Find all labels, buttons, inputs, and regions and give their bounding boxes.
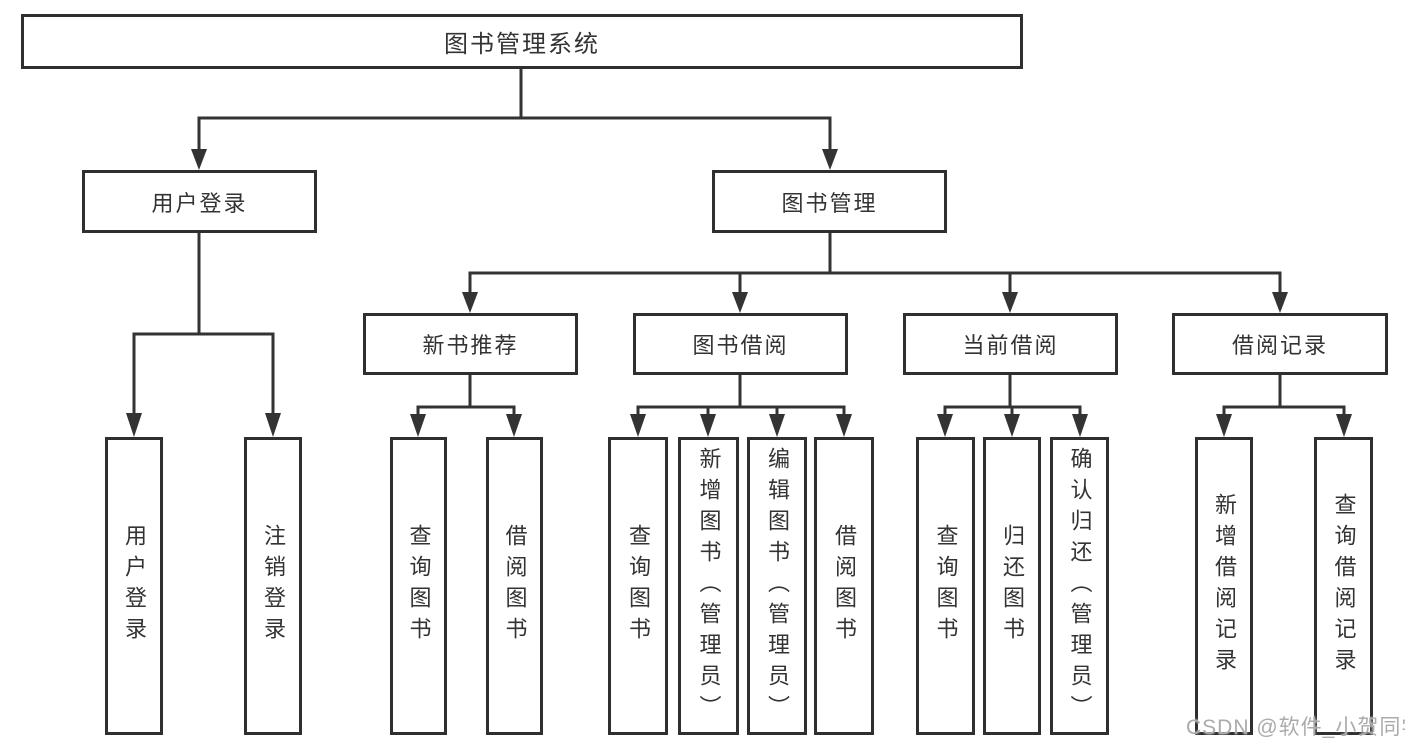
leaf-user-login-label: 用户登录 xyxy=(122,524,147,648)
leaf-query-books-recommend: 查询图书 xyxy=(390,437,447,735)
leaf-add-borrow-record: 新增借阅记录 xyxy=(1195,437,1253,735)
leaf-return-books: 归还图书 xyxy=(983,437,1041,735)
leaf-logout: 注销登录 xyxy=(244,437,302,735)
node-new-book-recommendation: 新书推荐 xyxy=(363,313,578,375)
leaf-query-books-borrow: 查询图书 xyxy=(608,437,668,735)
leaf-add-books-admin-label: 新增图书（管理员） xyxy=(696,446,722,726)
leaf-borrow-books-recommend-label: 借阅图书 xyxy=(502,524,528,648)
leaf-borrow-books-recommend: 借阅图书 xyxy=(486,437,543,735)
node-borrowing-records: 借阅记录 xyxy=(1172,313,1388,375)
edge-borrow-to-leaves xyxy=(636,375,846,420)
leaf-query-books-borrow-label: 查询图书 xyxy=(626,524,651,648)
node-user-login: 用户登录 xyxy=(82,170,317,233)
edge-root-to-level2 xyxy=(197,69,832,153)
leaf-query-borrow-record-label: 查询借阅记录 xyxy=(1331,493,1357,679)
edge-bookmgmt-to-level3 xyxy=(468,233,1282,296)
edge-current-to-leaves xyxy=(943,375,1082,420)
leaf-confirm-return-admin: 确认归还（管理员） xyxy=(1050,437,1109,735)
node-current-borrowing: 当前借阅 xyxy=(903,313,1118,375)
edge-userlogin-to-leaves xyxy=(132,233,275,420)
node-book-borrowing: 图书借阅 xyxy=(633,313,848,375)
leaf-add-books-admin: 新增图书（管理员） xyxy=(678,437,739,735)
leaf-confirm-return-admin-label: 确认归还（管理员） xyxy=(1067,446,1093,726)
leaf-query-books-current: 查询图书 xyxy=(916,437,975,735)
leaf-edit-books-admin-label: 编辑图书（管理员） xyxy=(765,446,790,726)
leaf-return-books-label: 归还图书 xyxy=(1000,524,1025,648)
csdn-watermark: CSDN @软件_小贺同学 xyxy=(1186,716,1405,739)
edge-records-to-leaves xyxy=(1222,375,1346,420)
leaf-borrow-books-label: 借阅图书 xyxy=(832,524,857,648)
leaf-add-borrow-record-label: 新增借阅记录 xyxy=(1212,493,1237,679)
leaf-borrow-books: 借阅图书 xyxy=(814,437,874,735)
leaf-query-books-recommend-label: 查询图书 xyxy=(406,524,432,648)
leaf-edit-books-admin: 编辑图书（管理员） xyxy=(747,437,807,735)
node-library-management-system: 图书管理系统 xyxy=(21,14,1023,69)
node-book-management: 图书管理 xyxy=(712,170,947,233)
edge-recommend-to-leaves xyxy=(416,375,516,420)
leaf-user-login: 用户登录 xyxy=(105,437,163,735)
leaf-query-books-current-label: 查询图书 xyxy=(933,524,959,648)
leaf-query-borrow-record: 查询借阅记录 xyxy=(1314,437,1373,735)
leaf-logout-label: 注销登录 xyxy=(261,524,286,648)
